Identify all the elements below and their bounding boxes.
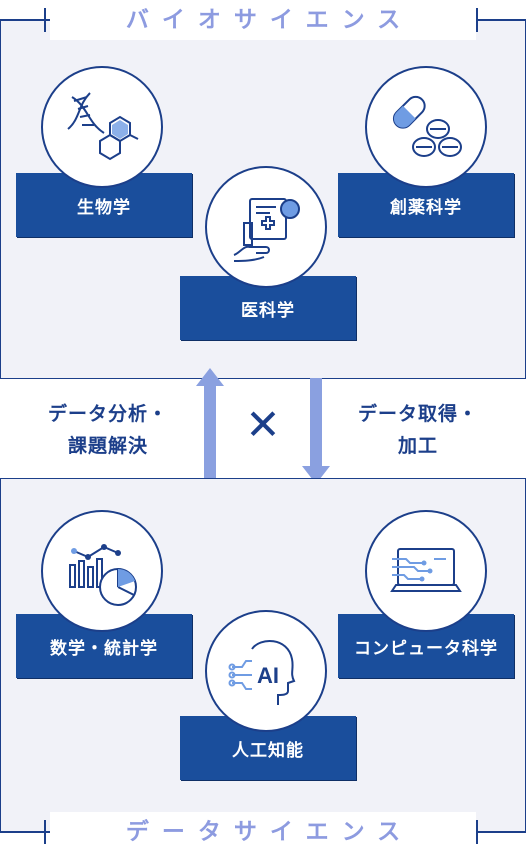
cross-icon: ✕ [245, 400, 281, 449]
hand-vial-clipboard-icon [233, 198, 300, 262]
down-arrow-head [302, 466, 330, 484]
left-connector-label: データ分析・ 課題解決 [28, 398, 188, 462]
right-connector-line2: 加工 [397, 435, 438, 457]
svg-text:AI: AI [257, 663, 279, 688]
medical-circle [205, 166, 327, 288]
drug-discovery-box: 創薬科学 [338, 173, 514, 237]
bioscience-title: バイオサイエンス [50, 0, 476, 40]
cs-circle [365, 510, 487, 632]
up-arrow-head [196, 368, 224, 386]
right-connector-line1: データ取得・ [357, 403, 478, 425]
datascience-title: データサイエンス [50, 812, 476, 852]
down-arrow-shaft [310, 378, 322, 470]
ai-head-icon: AI [228, 639, 296, 705]
ai-circle: AI [205, 610, 327, 732]
left-connector-line1: データ分析・ [47, 403, 168, 425]
pills-capsule-icon [392, 95, 462, 157]
ai-box: 人工知能 [180, 716, 356, 780]
left-connector-line2: 課題解決 [67, 435, 148, 457]
dna-molecule-icon [67, 92, 139, 161]
chart-pie-icon [69, 544, 137, 606]
right-connector-label: データ取得・ 加工 [338, 398, 498, 462]
medical-science-box: 医科学 [180, 276, 356, 340]
datascience-title-bar: データサイエンス [0, 812, 526, 852]
stats-circle [41, 510, 163, 632]
bioscience-title-bar: バイオサイエンス [0, 0, 526, 40]
drug-circle [365, 66, 487, 188]
up-arrow-shaft [204, 384, 216, 490]
connector-arrows [196, 368, 330, 490]
circuit-monitor-icon [390, 548, 462, 592]
biology-circle [41, 66, 163, 188]
